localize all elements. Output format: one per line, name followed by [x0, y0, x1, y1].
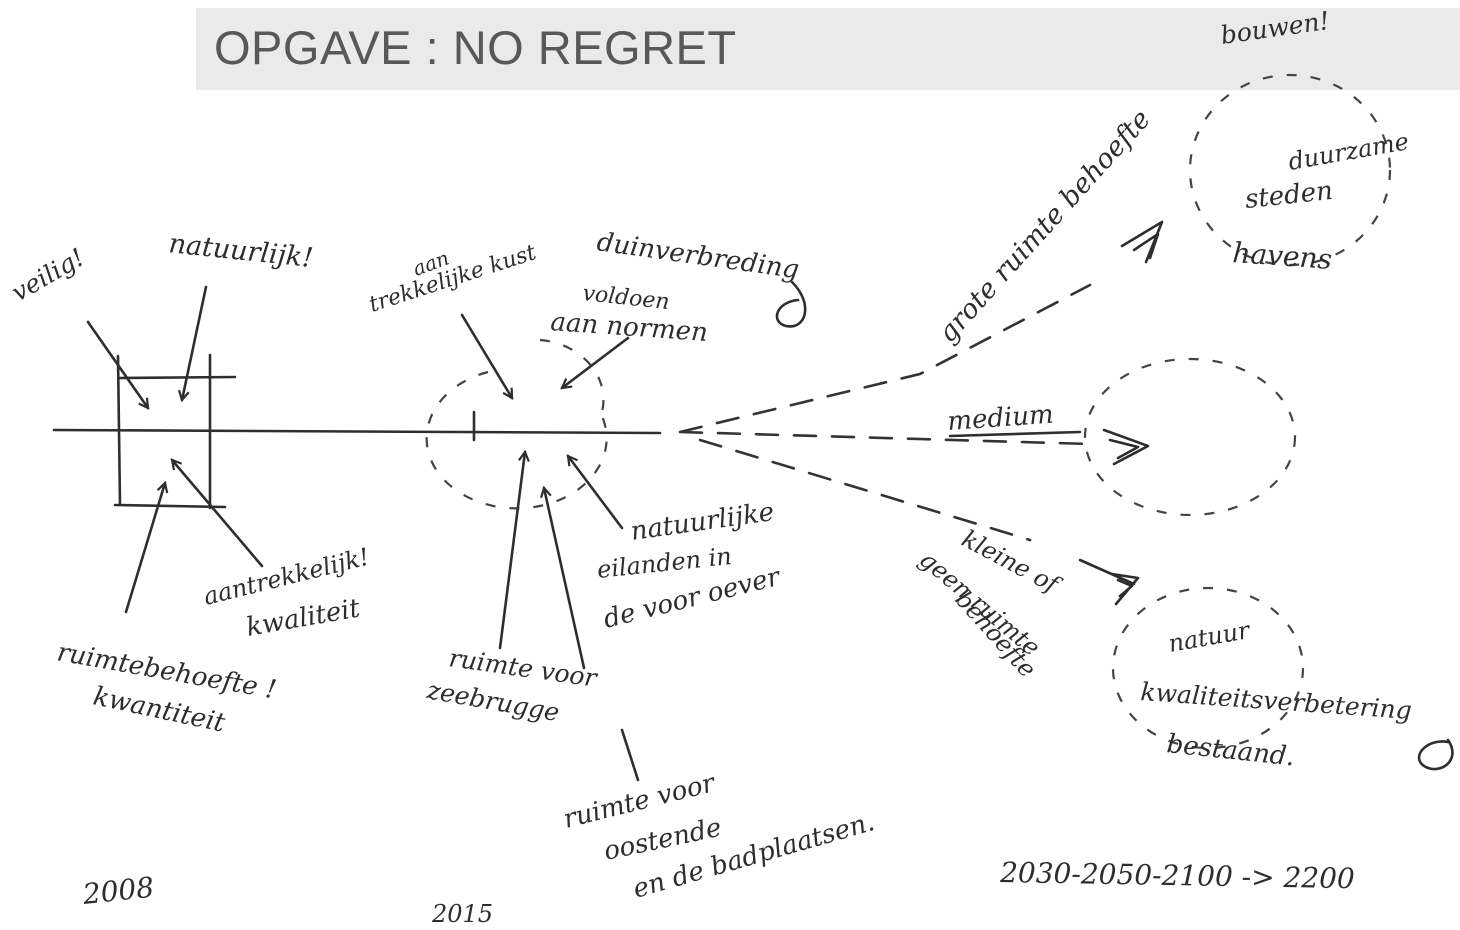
branch-lower — [698, 438, 1032, 542]
label-year-2015: 2015 — [431, 900, 493, 928]
note-steden: steden — [1244, 176, 1335, 215]
arrow-voldoen — [562, 336, 630, 388]
arrow-aantrekkelijke-kust — [460, 313, 514, 398]
note-natuurlijk: natuurlijk! — [167, 228, 314, 274]
page-title: OPGAVE : NO REGRET — [214, 21, 737, 74]
pointer-oostende — [620, 728, 640, 782]
note-natuur: natuur — [1166, 616, 1253, 658]
circle-grote — [1188, 73, 1392, 267]
ring-2015 — [425, 370, 608, 510]
arrow-aantrekkelijk — [172, 460, 264, 568]
ring-2015-top — [539, 338, 605, 413]
title-band — [196, 8, 1460, 90]
branch-middle — [678, 430, 1092, 446]
note-havens: havens — [1232, 236, 1334, 276]
note-duinverbreding: duinverbreding — [595, 227, 801, 285]
arrow-veilig — [86, 320, 150, 408]
arrow-natuurlijk — [182, 285, 208, 400]
note-medium: medium — [946, 400, 1054, 437]
underline-medium — [948, 430, 1082, 438]
circle-kleine — [1111, 586, 1305, 750]
note-ruimtebehoefte: ruimtebehoefte ! — [55, 637, 279, 705]
loop-stroke — [1417, 738, 1454, 771]
label-year-2008: 2008 — [80, 871, 155, 911]
note-bestaand: bestaand. — [1165, 729, 1296, 772]
note-veilig: veilig! — [7, 243, 90, 308]
arrow-ruimtebehoefte — [124, 483, 165, 614]
label-years-future: 2030-2050-2100 -> 2200 — [999, 856, 1355, 895]
arrow-zeebrugge-1 — [498, 452, 525, 650]
circle-medium — [1083, 357, 1297, 517]
note-natuurlijke-1: natuurlijke — [629, 497, 776, 547]
loop-duinverbreding — [775, 280, 807, 328]
note-duurzame: duurzame — [1286, 127, 1411, 176]
note-voldoen-2: aan normen — [550, 307, 709, 348]
note-aantrekkelijke-kust-2: trekkelijke kust — [366, 240, 539, 318]
note-grote-ruimtebehoefte: grote ruimte behoefte — [932, 104, 1157, 349]
branch-upper — [678, 283, 1092, 434]
note-oostende-3: en de badplaatsen. — [630, 807, 878, 905]
double-arrow-medium — [1102, 428, 1150, 466]
note-bouwen: bouwen! — [1219, 6, 1331, 50]
box-2008 — [113, 353, 237, 510]
timeline-line — [52, 428, 662, 435]
note-kwaliteit: kwaliteit — [244, 593, 363, 643]
arrow-zeebrugge-2 — [544, 488, 586, 670]
double-arrow-lower — [1078, 558, 1140, 606]
arrow-natuurlijke-eilanden — [568, 456, 624, 530]
double-arrow-upper — [1120, 220, 1164, 264]
note-kwaliteitsverbetering: kwaliteitsverbetering — [1140, 677, 1413, 725]
